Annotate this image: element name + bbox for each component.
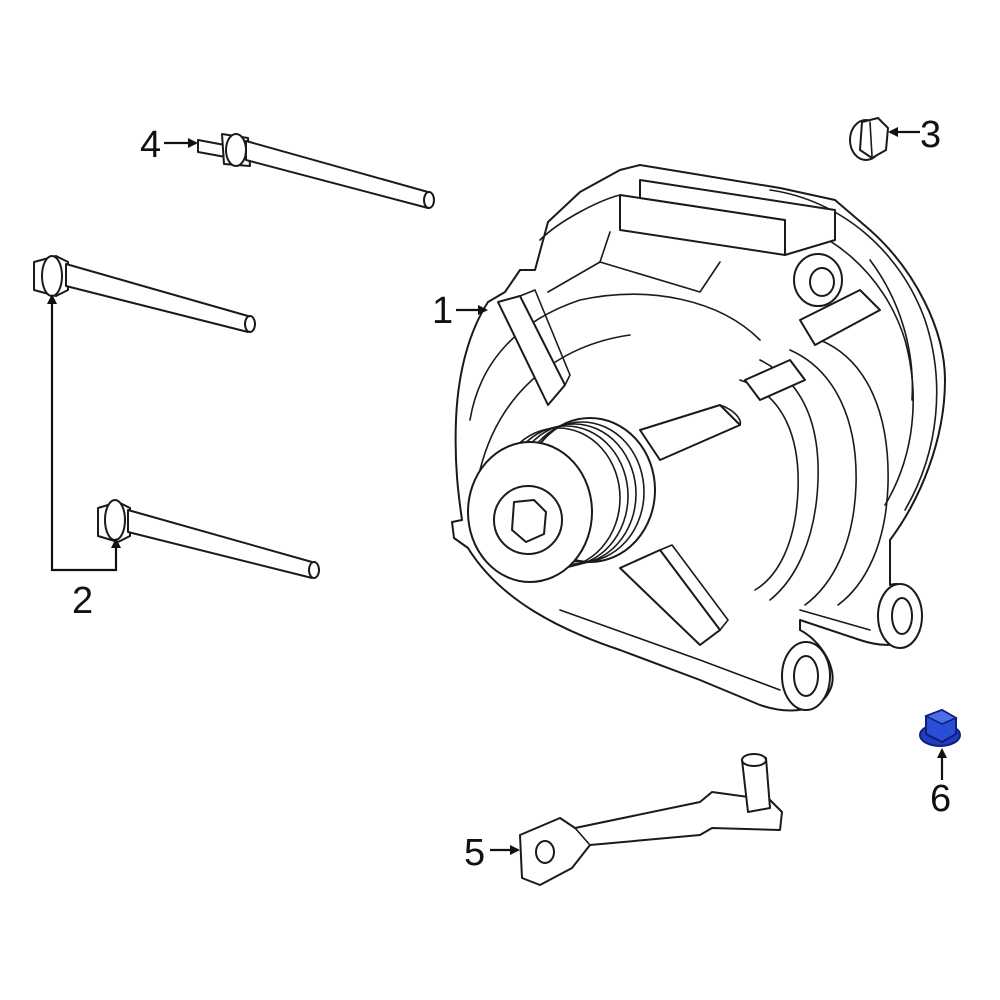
highlighted-nut-6[interactable]: [919, 708, 961, 747]
callout-label-2: 2: [72, 580, 94, 622]
alternator-1[interactable]: [451, 164, 946, 712]
bracket-5[interactable]: [519, 753, 783, 886]
pulley: [467, 417, 656, 583]
callout-2-leader: [47, 294, 121, 572]
callout-label-3: 3: [920, 114, 942, 156]
callout-label-1: 1: [432, 290, 454, 332]
callout-label-4: 4: [140, 124, 162, 166]
mounting-bolt-upper[interactable]: [33, 255, 256, 333]
mounting-bolt-lower[interactable]: [97, 499, 320, 579]
callout-label-6: 6: [930, 778, 952, 820]
callout-label-5: 5: [464, 832, 486, 874]
stud-bolt-4[interactable]: [197, 133, 435, 209]
flange-nut-3[interactable]: [849, 117, 889, 161]
